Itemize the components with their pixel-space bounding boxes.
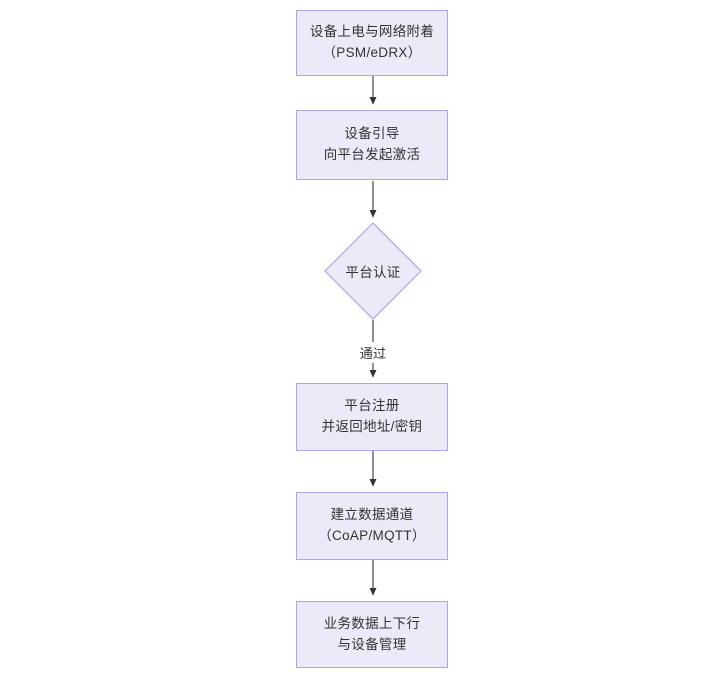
flow-node-data-channel[interactable]: 建立数据通道 （CoAP/MQTT） xyxy=(296,492,448,560)
diamond-shape-icon xyxy=(324,222,422,320)
flow-node-device-bootstrap[interactable]: 设备引导 向平台发起激活 xyxy=(296,110,448,180)
node-text-line: 平台认证 xyxy=(345,265,401,280)
flow-node-device-power-on[interactable]: 设备上电与网络附着 （PSM/eDRX） xyxy=(296,10,448,76)
node-text-line: 与设备管理 xyxy=(337,636,407,652)
edge-label-pass: 通过 xyxy=(356,342,390,363)
node-text-line: （PSM/eDRX） xyxy=(322,45,422,60)
node-text-line: 业务数据上下行 xyxy=(323,615,421,631)
node-text-line: 并返回地址/密钥 xyxy=(321,419,423,434)
flow-node-platform-authentication[interactable]: 平台认证 xyxy=(324,222,422,320)
node-text-line: 向平台发起激活 xyxy=(323,147,421,162)
flow-node-platform-registration[interactable]: 平台注册 并返回地址/密钥 xyxy=(296,383,448,451)
node-text-line: （CoAP/MQTT） xyxy=(318,528,426,543)
node-text-line: 平台注册 xyxy=(344,398,400,414)
node-text-line: 设备引导 xyxy=(344,126,400,142)
node-text-line: 建立数据通道 xyxy=(330,507,414,523)
flow-node-business-data[interactable]: 业务数据上下行 与设备管理 xyxy=(296,601,448,668)
node-text-line: 设备上电与网络附着 xyxy=(309,24,435,40)
